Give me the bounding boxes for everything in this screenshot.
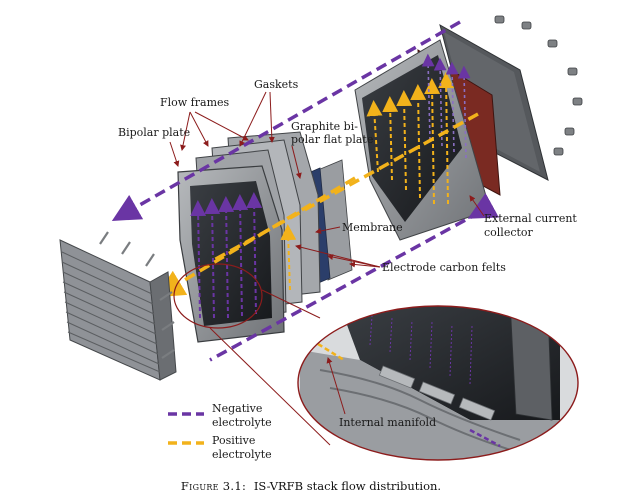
annotation-leaders bbox=[169, 91, 485, 415]
negative-flow-arrows-front bbox=[190, 192, 263, 319]
legend-positive-2: electrolyte bbox=[212, 448, 272, 461]
positive-manifold-lines bbox=[155, 112, 479, 298]
zoom-source-ellipse bbox=[173, 263, 263, 329]
negative-manifold-lines bbox=[111, 20, 500, 362]
legend-negative-2: electrolyte bbox=[212, 416, 272, 429]
label-gaskets: Gaskets bbox=[254, 78, 299, 91]
bolts bbox=[494, 15, 583, 156]
zoom-ellipse bbox=[297, 305, 579, 461]
label-graphite-2: polar flat plate bbox=[291, 133, 373, 146]
label-internal-manifold: Internal manifold bbox=[339, 416, 436, 429]
figure-caption: Figure 3.1: IS-VRFB stack flow distribut… bbox=[181, 479, 441, 493]
label-electrode: Electrode carbon felts bbox=[382, 261, 506, 274]
zoom-detail bbox=[298, 306, 578, 460]
label-flow-frames: Flow frames bbox=[160, 96, 230, 109]
legend-negative-1: Negative bbox=[212, 402, 262, 415]
positive-flow-arrows-rear bbox=[280, 72, 455, 291]
caption-prefix: Figure 3.1: bbox=[181, 479, 246, 493]
label-external-1: External current bbox=[484, 212, 577, 225]
label-membrane: Membrane bbox=[342, 221, 403, 234]
caption-text: IS-VRFB stack flow distribution. bbox=[254, 479, 441, 493]
stack-block bbox=[59, 231, 177, 381]
label-external-2: collector bbox=[484, 226, 534, 239]
legend: Negative electrolyte Positive electrolyt… bbox=[168, 402, 272, 461]
label-graphite-1: Graphite bi- bbox=[291, 120, 358, 133]
label-bipolar-plate: Bipolar plate bbox=[118, 126, 190, 139]
legend-positive-1: Positive bbox=[212, 434, 255, 447]
